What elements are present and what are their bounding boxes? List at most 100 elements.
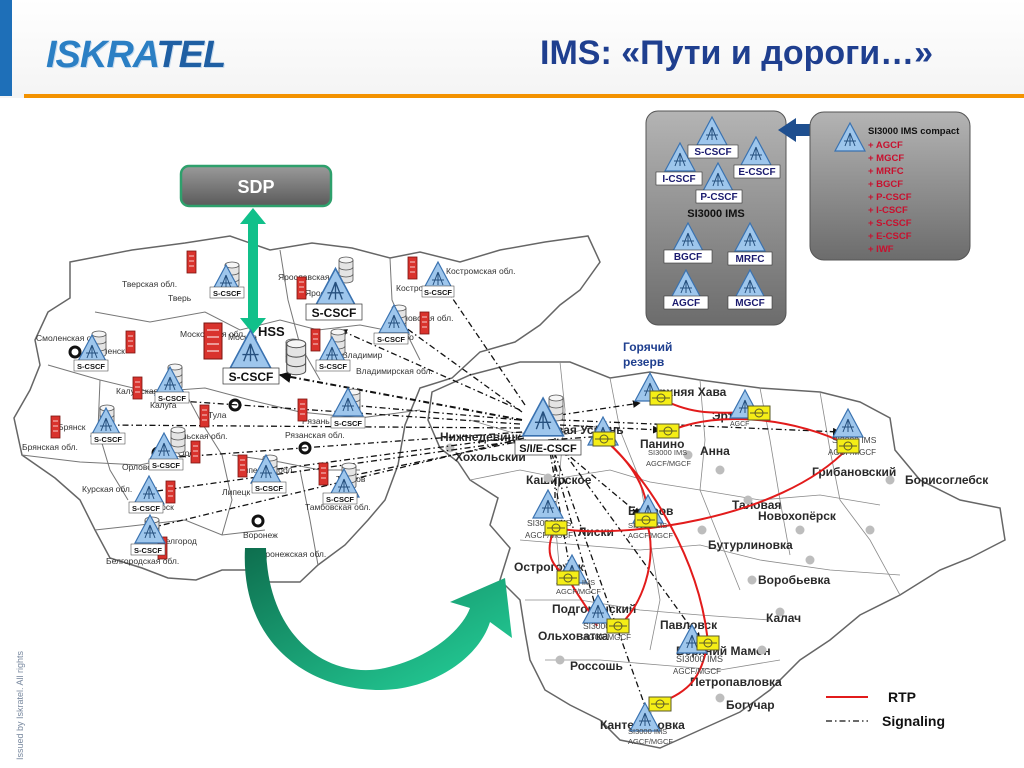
ims-panel-title: SI3000 IMS (687, 208, 744, 220)
compact-item: + MGCF (868, 153, 904, 164)
scscf-small-label: S-CSCF (326, 495, 354, 504)
region-label: Рязань (302, 416, 330, 426)
scscf-small-label: S-CSCF (255, 484, 283, 493)
town-label: Павловск (660, 618, 718, 632)
ims-node-pcscf: P-CSCF (700, 192, 737, 203)
scscf-second-label: S-CSCF (312, 306, 357, 320)
site-label: SI3000 IMS (648, 448, 687, 457)
scscf-small-label: S-CSCF (152, 461, 180, 470)
label-chip (251, 481, 287, 494)
label-chip (148, 458, 184, 471)
logo-part1: ISKRA (46, 34, 157, 76)
scscf-small-label: S-CSCF (77, 362, 105, 371)
town-label: Борисоглебск (905, 473, 989, 487)
site-label: AGCF/MGCF (628, 737, 673, 746)
town-label: Бутурлиновка (708, 538, 793, 552)
town-label: Грибановский (812, 465, 896, 479)
label-chip (305, 303, 363, 321)
site-label: AGCF (730, 421, 749, 428)
region-label: Владимир (342, 350, 383, 360)
town-label: Богучар (726, 698, 775, 712)
scscf-chip (687, 144, 739, 159)
region-label: Смоленская обл. (36, 333, 103, 343)
site-label: SI3000 IMS (628, 727, 667, 736)
ims-node-ecscf: E-CSCF (738, 167, 775, 178)
ecscf-chip (733, 164, 781, 179)
region-label: Кострома (396, 283, 434, 293)
ims-node-icscf: I-CSCF (662, 174, 695, 185)
region-label: Костромская обл. (446, 266, 516, 276)
compact-item: + I-CSCF (868, 205, 908, 216)
sdp-label: SDP (237, 177, 274, 197)
hot-standby-line1: Горячий (623, 340, 672, 354)
label-chip (330, 416, 366, 429)
compact-item: + MRFC (868, 166, 904, 177)
region-label: Тула (208, 410, 227, 420)
scscf-small-label: S-CSCF (132, 504, 160, 513)
region-label: Курская обл. (82, 484, 132, 494)
region-label: Тверь (168, 293, 192, 303)
scscf-small-label: S-CSCF (158, 394, 186, 403)
region-label: Белгородская обл. (106, 556, 179, 566)
region-label: Калужская обл. (116, 386, 177, 396)
region-label: Тульская обл. (173, 431, 228, 441)
region-label: Белгород (160, 536, 197, 546)
scscf-main-label: S-CSCF (229, 370, 274, 384)
compact-item: + S-CSCF (868, 218, 912, 229)
bgcf-chip (663, 249, 713, 264)
town-label: Нижнедевицк (440, 430, 522, 444)
region-label: Ярославская обл. (278, 272, 348, 282)
label-chip (130, 543, 166, 556)
header-bar (0, 0, 1024, 98)
logo-part2: TEL (156, 34, 226, 76)
scscf-small-label: S-CSCF (213, 289, 241, 298)
region-label: Рязанская обл. (285, 430, 345, 440)
region-label: Воронежская обл. (255, 549, 326, 559)
site-label: AGCF/MGCF (556, 587, 601, 596)
icscf-chip (655, 171, 703, 186)
scscf-small-label: S-CSCF (134, 546, 162, 555)
town-label: Воробьевка (758, 573, 831, 587)
town-label: Россошь (570, 659, 623, 673)
compact-item: + P-CSCF (868, 192, 912, 203)
town-label: Петропавловка (690, 675, 782, 689)
pcscf-chip (695, 189, 743, 204)
region-label: Орёл (178, 448, 199, 458)
region-label: Тверская обл. (122, 279, 177, 289)
region-label: Липецк (222, 487, 251, 497)
compact-item: + IWF (868, 244, 894, 255)
sie-cscf-label: S/I/E-CSCF (519, 443, 577, 455)
scscf-small-label: S-CSCF (424, 288, 452, 297)
compact-item: + BGCF (868, 179, 903, 190)
site-label: SI3000 IMS (676, 654, 723, 664)
sdp-hss-link (240, 208, 266, 334)
ims-node-scscf: S-CSCF (694, 147, 731, 158)
label-chip (209, 286, 245, 299)
label-chip (373, 332, 409, 345)
label-chip (222, 367, 280, 385)
scscf-small-label: S-CSCF (377, 335, 405, 344)
region-label: Владимирская обл. (356, 366, 433, 376)
region-label: Брянская обл. (22, 442, 78, 452)
scscf-small-label: S-CSCF (334, 419, 362, 428)
town-label: Панино (640, 437, 685, 451)
town-label: Ольховатка (538, 629, 609, 643)
iskratel-logo: ISKRATEL (46, 34, 226, 77)
region-label: Москва (228, 332, 257, 342)
label-chip (73, 359, 109, 372)
compact-panel-title: SI3000 IMS compact (868, 126, 960, 137)
sdp-box[interactable] (179, 164, 333, 208)
hot-standby-line2: резерв (623, 355, 664, 369)
header-divider (24, 94, 1024, 98)
site-label: AGCF/MGCF (646, 459, 691, 468)
slide-title: IMS: «Пути и дороги…» (540, 34, 934, 72)
label-chip (421, 285, 455, 298)
town-label: Новохопёрск (758, 509, 837, 523)
town-label: Анна (700, 444, 730, 458)
mrfc-chip (727, 251, 773, 266)
label-chip (90, 432, 126, 445)
label-chip (514, 439, 582, 456)
legend-signaling-label: Signaling (882, 713, 945, 729)
flow-arrow (244, 548, 512, 690)
